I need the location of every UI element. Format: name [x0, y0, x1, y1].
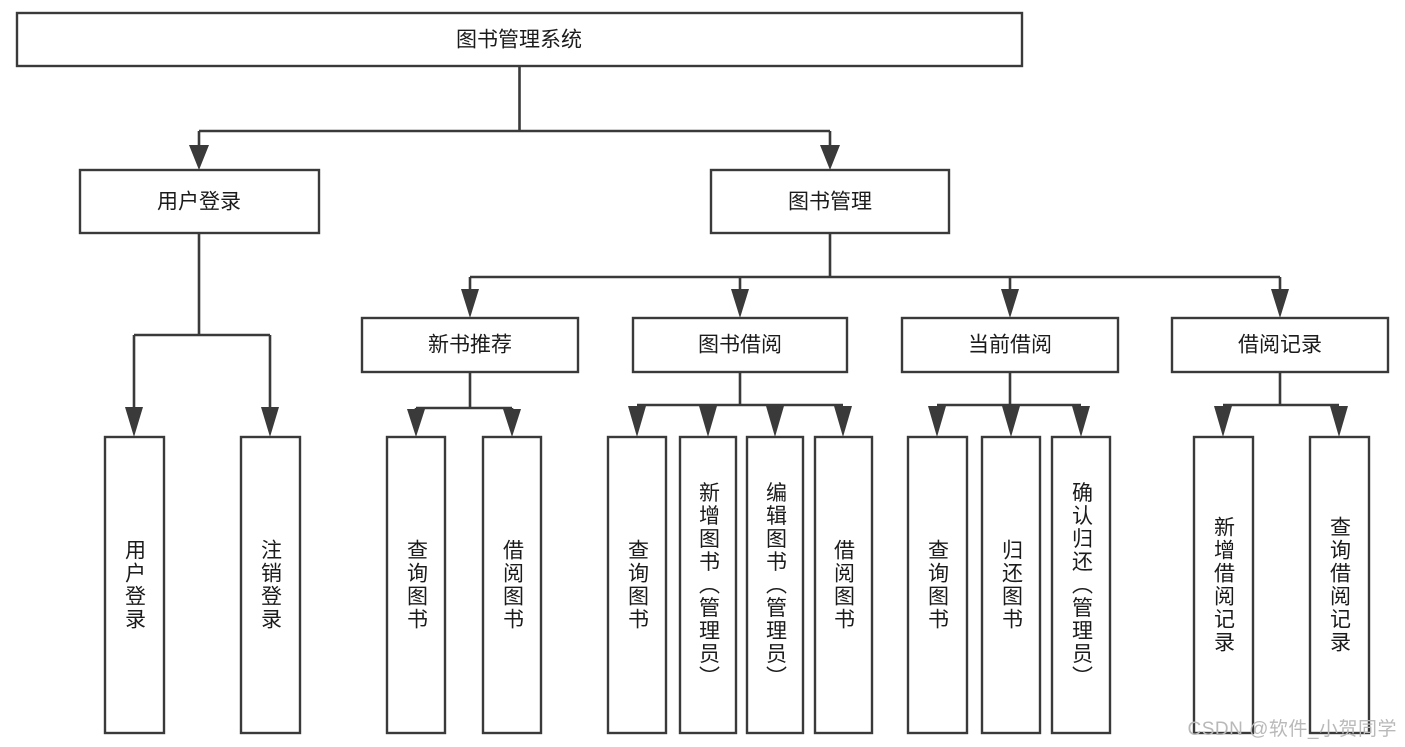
arrow-head-leaf-add-record — [1214, 406, 1232, 437]
node-current-borrow-box[interactable] — [900, 316, 1120, 374]
node-leaf-add-book-box[interactable] — [678, 435, 738, 735]
node-user-login[interactable]: 用户登录 — [78, 168, 321, 235]
node-book-borrow-box[interactable] — [631, 316, 849, 374]
node-new-book-recommend-box[interactable] — [360, 316, 580, 374]
arrow-head-leaf-return-book — [1002, 406, 1020, 437]
node-leaf-confirm-return[interactable]: 确认归还（管理员） — [1050, 435, 1112, 735]
connector-group-borrow-record — [1214, 372, 1348, 437]
connector-group-current-borrow — [928, 372, 1090, 437]
arrow-head-leaf-logout-login — [261, 407, 279, 437]
node-root-box[interactable] — [15, 11, 1024, 68]
node-new-book-recommend[interactable]: 新书推荐 — [360, 316, 580, 374]
connector-group-user-login — [125, 233, 279, 437]
node-borrow-record-box[interactable] — [1170, 316, 1390, 374]
arrow-head-current-borrow — [1001, 289, 1019, 318]
node-leaf-user-login-box[interactable] — [103, 435, 166, 735]
node-leaf-query-book-2[interactable]: 查询图书 — [606, 435, 668, 735]
arrow-head-book-manage — [820, 145, 840, 170]
node-book-borrow-label: 图书借阅 — [698, 334, 782, 357]
node-root-label: 图书管理系统 — [456, 29, 582, 52]
node-leaf-edit-book-label: 编辑图书（管理员） — [764, 482, 788, 689]
arrow-head-book-borrow — [731, 289, 749, 318]
node-leaf-confirm-return-box[interactable] — [1050, 435, 1112, 735]
connector-group-root — [189, 66, 840, 170]
node-leaf-user-login[interactable]: 用户登录 — [103, 435, 166, 735]
node-leaf-return-book-box[interactable] — [980, 435, 1042, 735]
node-leaf-logout-login-label: 注销登录 — [259, 539, 283, 631]
arrow-head-leaf-borrow-book-2 — [834, 406, 852, 437]
node-leaf-borrow-book-2-box[interactable] — [813, 435, 874, 735]
node-leaf-query-book-1-label: 查询图书 — [405, 539, 429, 631]
arrow-head-leaf-edit-book — [766, 406, 784, 437]
arrow-head-leaf-query-book-2 — [628, 406, 646, 437]
node-new-book-recommend-label: 新书推荐 — [428, 334, 512, 357]
node-borrow-record[interactable]: 借阅记录 — [1170, 316, 1390, 374]
node-book-manage-box[interactable] — [709, 168, 951, 235]
node-book-manage-label: 图书管理 — [788, 191, 872, 214]
node-current-borrow[interactable]: 当前借阅 — [900, 316, 1120, 374]
arrow-head-user-login — [189, 145, 209, 170]
node-leaf-add-record-box[interactable] — [1192, 435, 1255, 735]
arrow-head-leaf-query-record — [1330, 406, 1348, 437]
arrow-head-leaf-query-book-3 — [928, 406, 946, 437]
node-leaf-query-book-1-box[interactable] — [385, 435, 447, 735]
node-current-borrow-label: 当前借阅 — [968, 334, 1052, 357]
node-leaf-edit-book[interactable]: 编辑图书（管理员） — [745, 435, 805, 735]
node-leaf-query-book-1[interactable]: 查询图书 — [385, 435, 447, 735]
node-leaf-add-book-label: 新增图书（管理员） — [697, 482, 721, 689]
node-leaf-query-book-2-label: 查询图书 — [626, 539, 650, 631]
node-leaf-user-login-label: 用户登录 — [123, 539, 147, 631]
arrow-head-leaf-user-login — [125, 407, 143, 437]
node-leaf-borrow-book-1-label: 借阅图书 — [501, 539, 525, 631]
node-leaf-query-book-3-box[interactable] — [906, 435, 969, 735]
node-user-login-label: 用户登录 — [157, 191, 241, 214]
node-leaf-add-book[interactable]: 新增图书（管理员） — [678, 435, 738, 735]
arrow-head-borrow-record — [1271, 289, 1289, 318]
node-leaf-query-book-2-box[interactable] — [606, 435, 668, 735]
arrow-head-leaf-confirm-return — [1072, 406, 1090, 437]
node-leaf-logout-login[interactable]: 注销登录 — [239, 435, 302, 735]
connector-group-new-book-recommend — [407, 372, 521, 437]
node-leaf-borrow-book-1[interactable]: 借阅图书 — [481, 435, 543, 735]
node-leaf-return-book[interactable]: 归还图书 — [980, 435, 1042, 735]
connector-group-book-borrow — [628, 372, 852, 437]
node-leaf-borrow-book-2-label: 借阅图书 — [832, 539, 856, 631]
arrow-head-leaf-add-book — [699, 406, 717, 437]
node-leaf-query-book-3-label: 查询图书 — [926, 539, 950, 631]
node-book-borrow[interactable]: 图书借阅 — [631, 316, 849, 374]
connector-group-book-manage — [461, 233, 1289, 318]
arrow-head-leaf-borrow-book-1 — [503, 409, 521, 437]
node-leaf-logout-login-box[interactable] — [239, 435, 302, 735]
node-leaf-add-record[interactable]: 新增借阅记录 — [1192, 435, 1255, 735]
node-leaf-add-record-label: 新增借阅记录 — [1212, 516, 1236, 654]
node-leaf-query-book-3[interactable]: 查询图书 — [906, 435, 969, 735]
node-root[interactable]: 图书管理系统 — [15, 11, 1024, 68]
node-leaf-query-record-box[interactable] — [1308, 435, 1371, 735]
node-leaf-query-record-label: 查询借阅记录 — [1328, 516, 1352, 654]
node-book-manage[interactable]: 图书管理 — [709, 168, 951, 235]
node-leaf-borrow-book-2[interactable]: 借阅图书 — [813, 435, 874, 735]
node-borrow-record-label: 借阅记录 — [1238, 334, 1322, 357]
node-leaf-edit-book-box[interactable] — [745, 435, 805, 735]
node-leaf-return-book-label: 归还图书 — [1000, 539, 1024, 631]
csdn-watermark: CSDN @软件_小贺同学 — [1187, 719, 1397, 740]
node-leaf-confirm-return-label: 确认归还（管理员） — [1070, 482, 1094, 689]
arrow-head-leaf-query-book-1 — [407, 409, 425, 437]
node-user-login-box[interactable] — [78, 168, 321, 235]
node-leaf-borrow-book-1-box[interactable] — [481, 435, 543, 735]
node-leaf-query-record[interactable]: 查询借阅记录 — [1308, 435, 1371, 735]
arrow-head-new-book-recommend — [461, 289, 479, 318]
